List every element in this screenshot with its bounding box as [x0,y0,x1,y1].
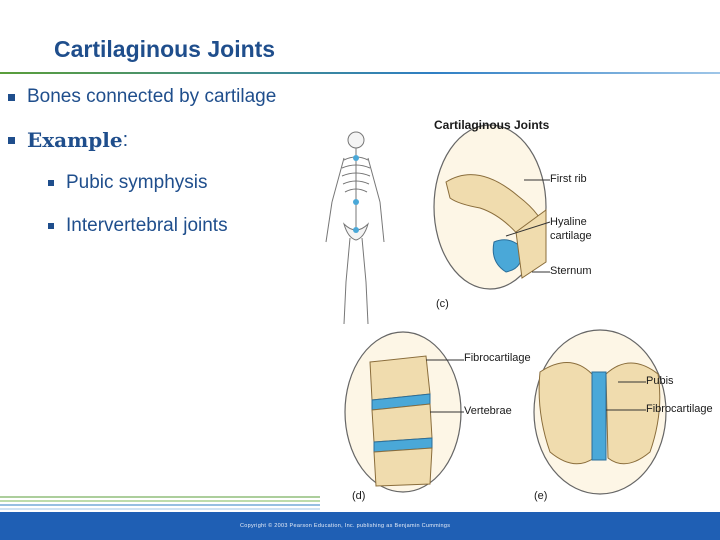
figure-title: Cartilaginous Joints [434,118,550,132]
label-first-rib: First rib [550,173,587,185]
rib-sternum-illustration [433,124,551,290]
pubic-symphysis-illustration [533,329,667,495]
bullet-square-icon [48,223,54,229]
footer-bar [0,512,720,540]
bullet-intervertebral: Intervertebral joints [48,215,228,237]
bullet-example-colon: : [122,128,129,151]
label-fibrocartilage-d: Fibrocartilage [464,352,531,364]
bullet-pubic-symphysis: Pubic symphysis [48,172,208,194]
figure-artwork [325,124,667,495]
bullet-example: Example: [8,128,128,152]
cartilaginous-joints-figure: Cartilaginous Joints First rib Hyaline c… [318,112,720,510]
title-underline [0,72,720,74]
bullet-example-heading: Example [27,128,123,152]
bullet-bones-connected: Bones connected by cartilage [8,86,276,108]
bullet-text: Intervertebral joints [66,215,228,236]
label-fibrocartilage-e: Fibrocartilage [646,403,713,415]
bullet-square-icon [8,93,15,101]
label-panel-c: (c) [436,298,449,310]
skeleton-illustration [325,131,385,325]
label-panel-d: (d) [352,490,366,502]
label-panel-e: (e) [534,490,548,502]
label-cartilage: cartilage [550,230,592,242]
label-hyaline: Hyaline [550,216,587,228]
slide-title: Cartilaginous Joints [54,36,276,62]
label-pubis: Pubis [646,375,674,387]
bullet-text: Bones connected by cartilage [27,86,277,107]
copyright-text: Copyright © 2003 Pearson Education, Inc.… [240,523,451,529]
bullet-text: Pubic symphysis [66,172,208,193]
vertebrae-illustration [344,331,464,493]
label-sternum: Sternum [550,265,592,277]
bullet-square-icon [8,136,15,144]
footer-accent-stripes [0,496,320,510]
bullet-square-icon [48,180,54,186]
label-vertebrae: Vertebrae [464,405,512,417]
